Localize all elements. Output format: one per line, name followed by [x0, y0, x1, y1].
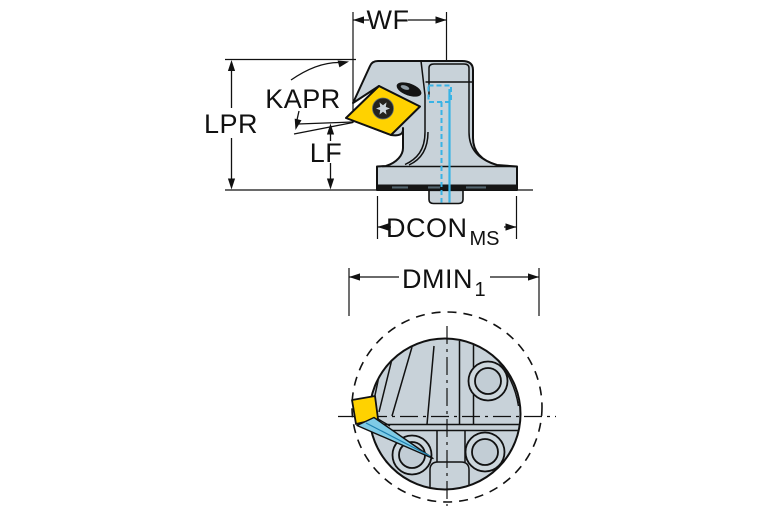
cutting-edge-line — [365, 422, 431, 457]
front-bottom-dome — [429, 461, 470, 487]
label-wf: WF — [367, 5, 410, 35]
stem-left-inner-contour — [408, 131, 429, 166]
dimension-lpr: LPR — [204, 60, 258, 190]
kapr-angle-line-slanted — [293, 121, 354, 135]
dimension-lf: LF — [310, 123, 343, 190]
dmin-dashed-circle — [351, 311, 543, 503]
coolant-channel-loop — [427, 84, 452, 103]
torx-star-icon — [376, 102, 390, 115]
center-screw-boss — [428, 189, 464, 205]
front-pocket-edge — [377, 418, 391, 427]
insert-clamp-highlight — [400, 85, 410, 90]
dimension-wf: WF — [353, 5, 447, 35]
label-dcon: DCON — [386, 213, 468, 243]
label-lf: LF — [310, 138, 343, 168]
label-kapr: KAPR — [265, 84, 341, 114]
screw-boss-top-right — [467, 360, 509, 402]
screw-boss-bottom-right — [464, 431, 506, 473]
dimension-dcon: DCON MS — [376, 196, 518, 250]
front-view: DMIN 1 — [338, 264, 556, 506]
kapr-angle-line-horizontal — [297, 121, 354, 125]
head-stem-seam — [404, 60, 426, 166]
cutting-insert-front — [351, 395, 379, 425]
flange-contact-face — [378, 184, 517, 191]
label-dcon-subscript: MS — [470, 228, 500, 250]
front-column-lines — [436, 430, 466, 462]
stem-right-inner-contour — [428, 63, 494, 165]
label-dmin: DMIN — [402, 264, 473, 294]
flange-face-highlight — [392, 186, 408, 189]
label-lpr: LPR — [204, 109, 258, 139]
side-view: WF LPR KAPR LF — [204, 5, 533, 250]
dimension-dmin: DMIN 1 — [348, 264, 540, 316]
flange-face-highlight — [428, 186, 440, 189]
dimension-kapr: KAPR — [265, 60, 354, 135]
flange-face-highlight — [466, 186, 486, 189]
label-dmin-subscript: 1 — [475, 279, 486, 301]
